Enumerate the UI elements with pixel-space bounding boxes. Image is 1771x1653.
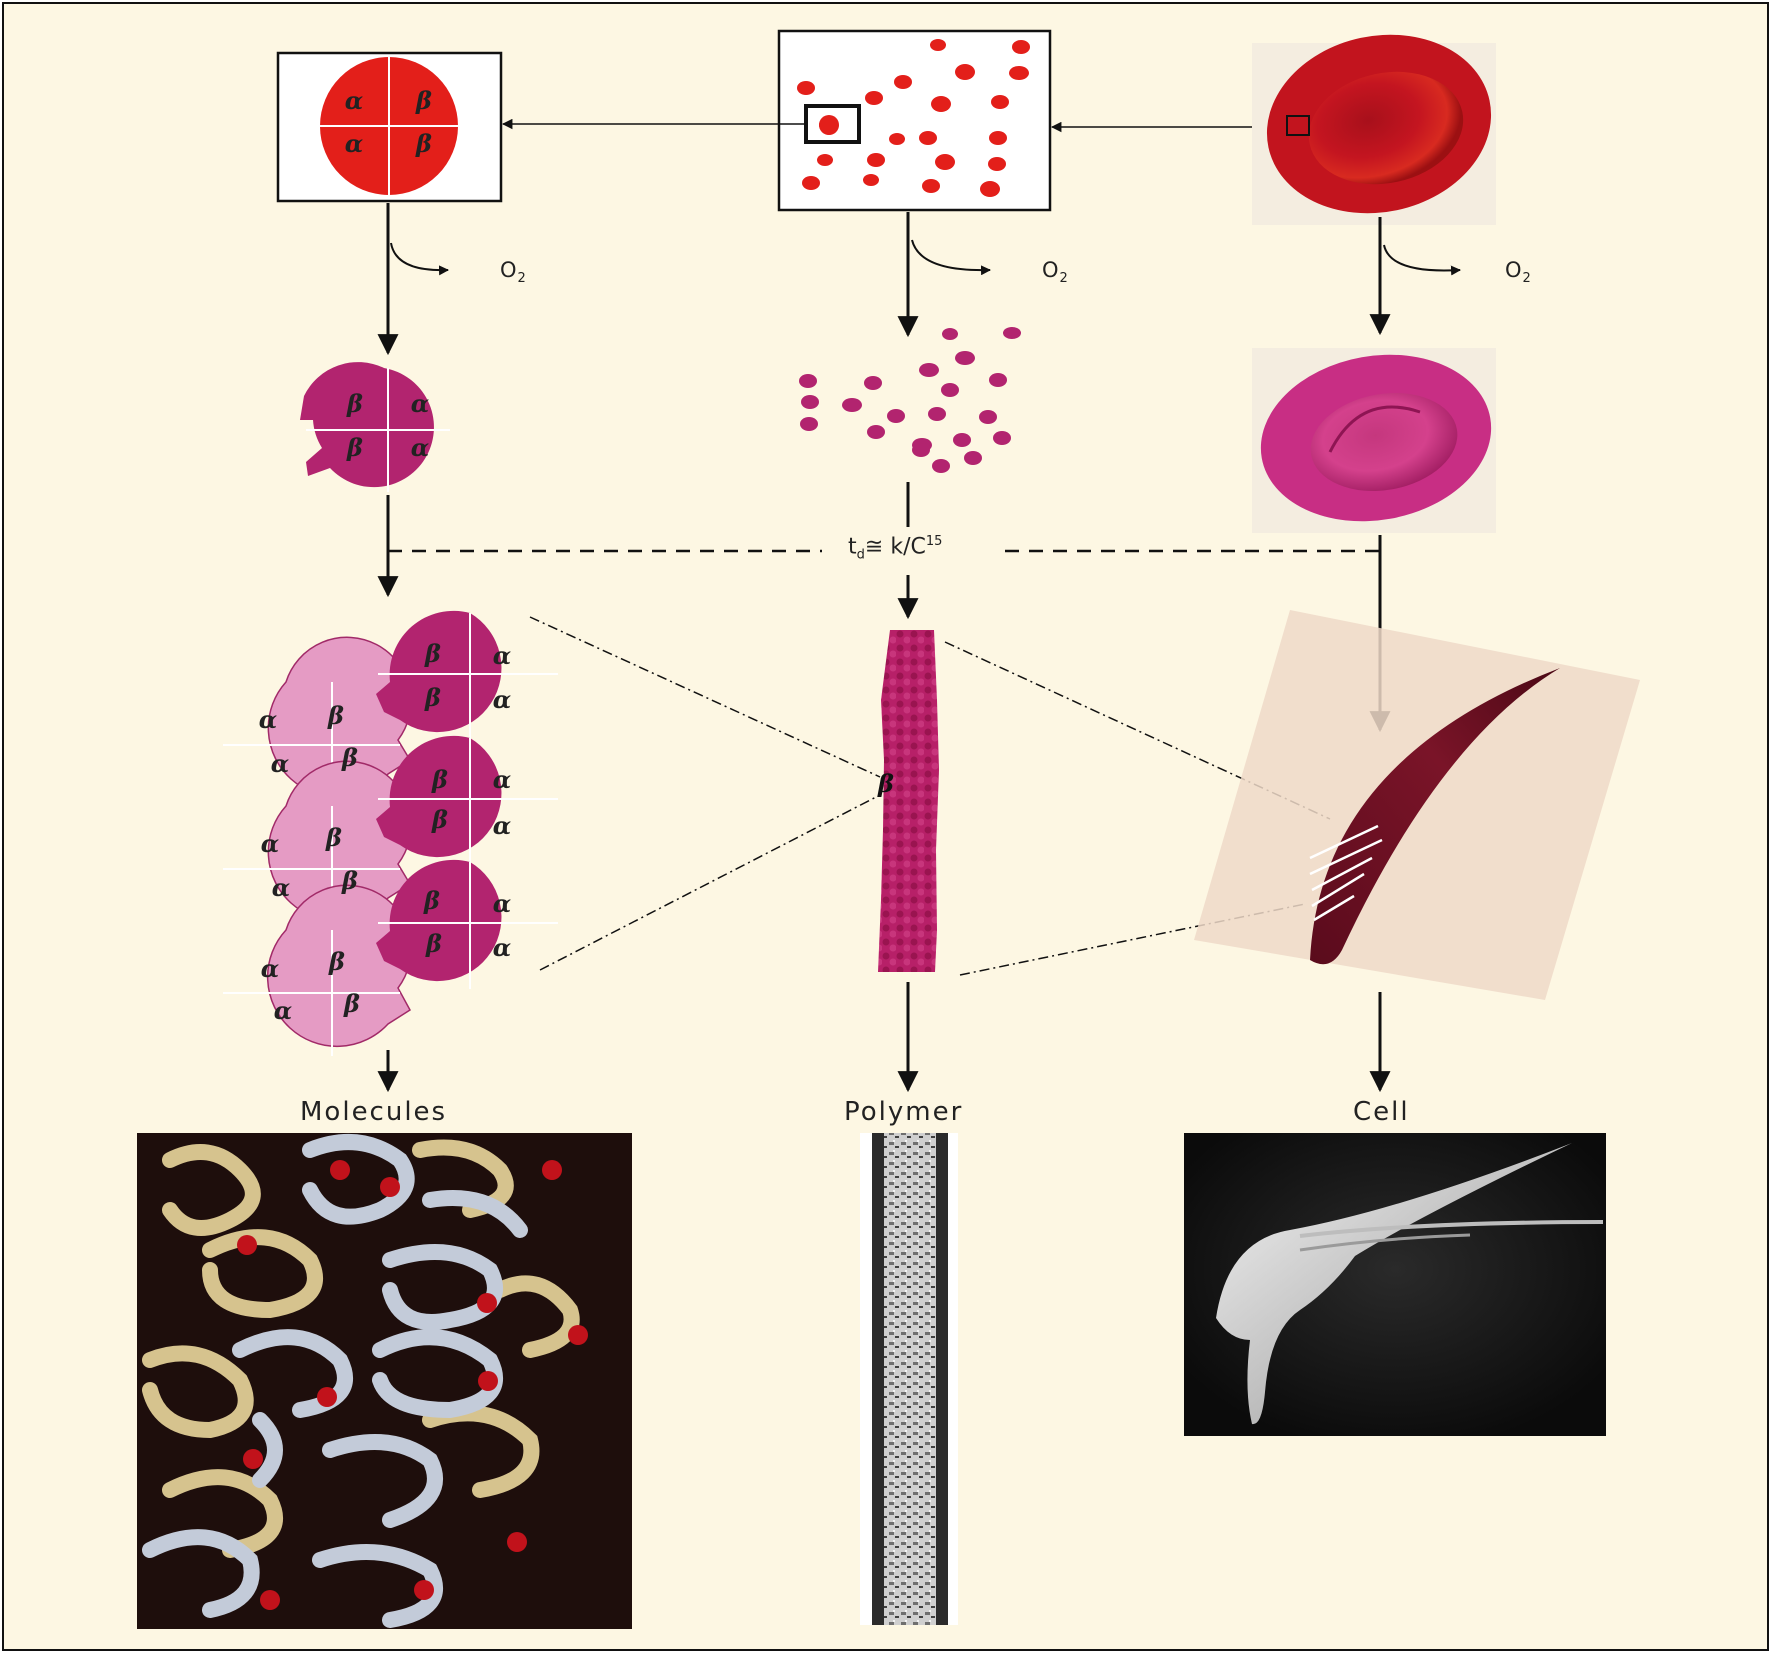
alpha-label: α <box>270 749 290 778</box>
alpha-label: α <box>492 641 512 670</box>
delay-time-equation: td≅ k/C15 <box>842 534 949 563</box>
alpha-label: α <box>492 685 512 714</box>
oxy-hemoglobin-molecule <box>320 57 458 195</box>
beta-label: β <box>432 765 448 794</box>
molecule-model-image <box>137 1133 632 1629</box>
beta-label: β <box>329 947 345 976</box>
beta-label: β <box>424 886 440 915</box>
o2-label-middle: O2 <box>1042 258 1069 287</box>
beta-label: β <box>426 929 442 958</box>
alpha-label: α <box>344 86 364 115</box>
alpha-label: α <box>492 765 512 794</box>
alpha-label: α <box>273 996 293 1025</box>
pale-molecule <box>223 884 412 1056</box>
pale-molecule <box>223 760 412 932</box>
o2-release-arrow-right <box>1383 244 1461 276</box>
dark-molecule <box>376 610 558 740</box>
beta-label: β <box>342 743 358 772</box>
label-molecules: Molecules <box>300 1097 448 1127</box>
fiber-beta-marker: β <box>877 769 894 798</box>
zoom-lines <box>529 616 1331 976</box>
beta-label: β <box>347 389 363 418</box>
beta-label: β <box>416 86 432 115</box>
dark-molecule <box>376 735 558 865</box>
alpha-label: α <box>271 873 291 902</box>
label-cell: Cell <box>1353 1097 1410 1127</box>
beta-label: β <box>342 866 358 895</box>
cell-micrograph-image <box>1184 1133 1606 1436</box>
o2-release-arrow-middle <box>911 239 991 276</box>
sickle-cell <box>1194 610 1640 1000</box>
deoxy-molecule-dots <box>799 327 1021 473</box>
deoxy-red-blood-cell <box>1260 354 1492 522</box>
alpha-label: α <box>258 705 278 734</box>
alpha-label: α <box>410 433 430 462</box>
pale-molecule <box>223 636 412 808</box>
alpha-label: α <box>344 129 364 158</box>
beta-label: β <box>416 129 432 158</box>
alpha-label: α <box>410 389 430 418</box>
beta-label: β <box>432 805 448 834</box>
beta-label: β <box>425 639 441 668</box>
label-polymer: Polymer <box>844 1097 964 1127</box>
beta-label: β <box>347 433 363 462</box>
o2-release-arrow-left <box>390 242 449 276</box>
polymer-micrograph-image <box>860 1133 958 1625</box>
beta-label: β <box>326 823 342 852</box>
alpha-label: α <box>492 933 512 962</box>
alpha-label: α <box>260 829 280 858</box>
beta-label: β <box>344 989 360 1018</box>
o2-label-left: O2 <box>500 258 527 287</box>
o2-label-right: O2 <box>1505 258 1532 287</box>
oxy-red-blood-cell <box>1266 34 1492 214</box>
dark-molecule <box>376 859 558 989</box>
deoxy-hemoglobin-molecule <box>300 362 450 492</box>
molecule-stack <box>223 610 558 1056</box>
alpha-label: α <box>492 889 512 918</box>
alpha-label: α <box>492 811 512 840</box>
alpha-label: α <box>260 954 280 983</box>
beta-label: β <box>328 701 344 730</box>
polymer-fiber <box>878 630 939 972</box>
beta-label: β <box>425 683 441 712</box>
cell-zoom-box <box>1286 115 1310 136</box>
